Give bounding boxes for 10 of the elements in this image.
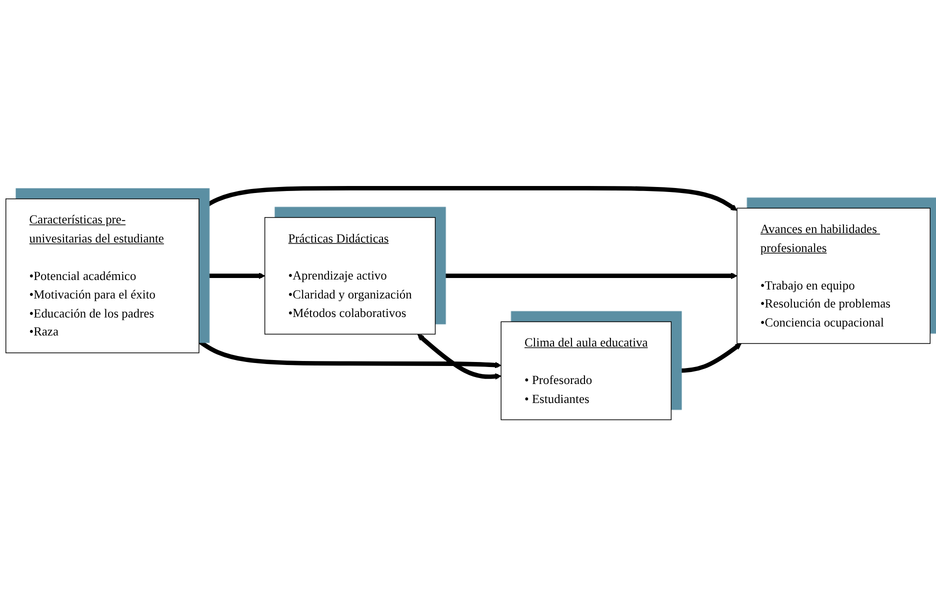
- node-box: [500, 321, 672, 420]
- arrow: [198, 186, 738, 212]
- node-box: [264, 217, 436, 335]
- arrow: [198, 272, 266, 280]
- arrow: [417, 334, 502, 380]
- arrow: [198, 339, 502, 368]
- node-box: [736, 208, 931, 344]
- arrow: [671, 343, 742, 373]
- arrow: [435, 272, 738, 280]
- node-box: [5, 198, 200, 354]
